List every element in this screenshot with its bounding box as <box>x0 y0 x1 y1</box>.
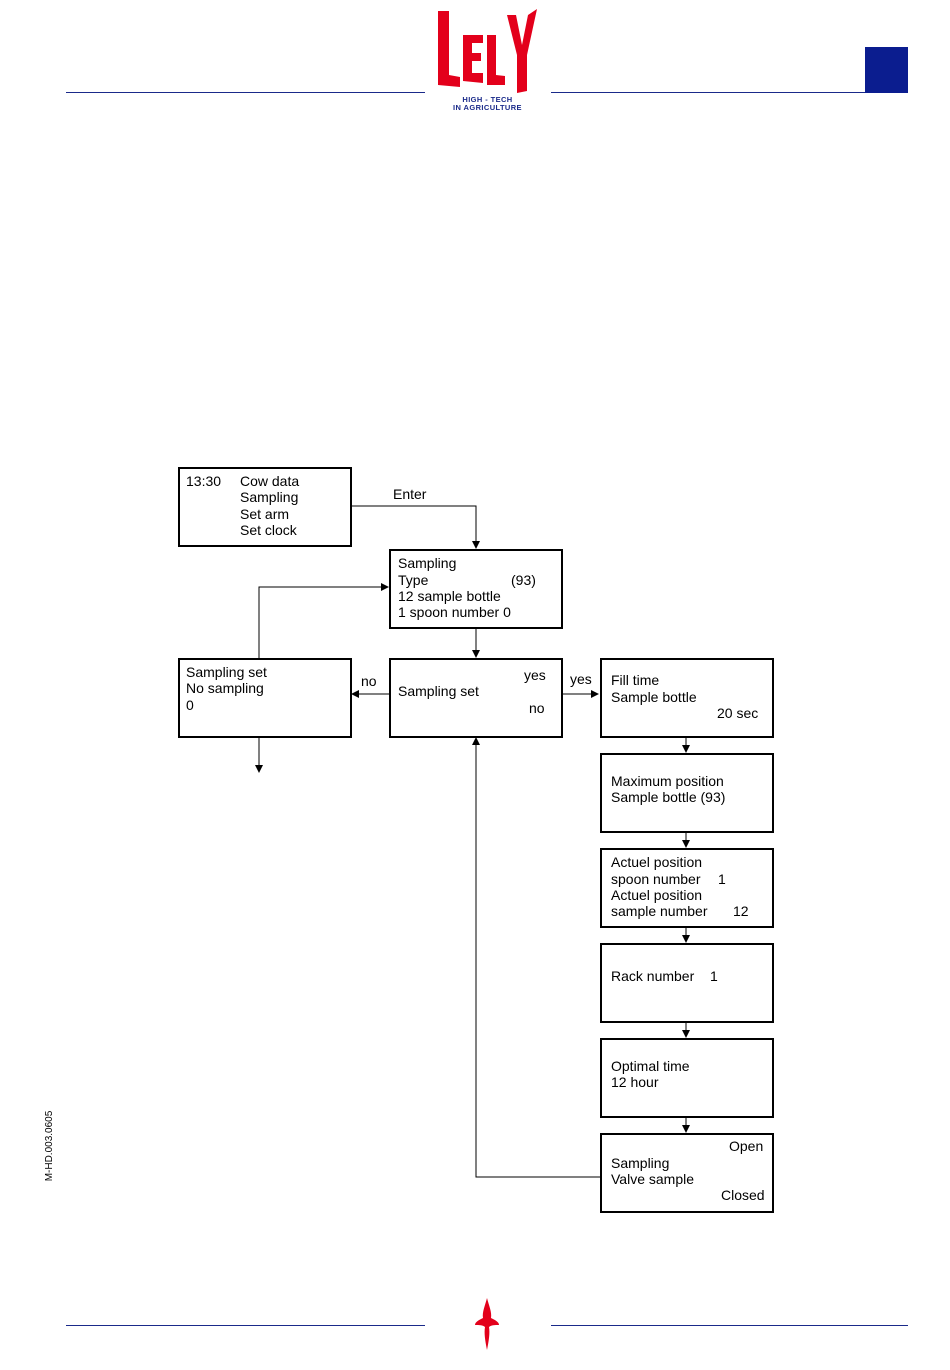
valve-closed: Closed <box>721 1187 765 1203</box>
enter-label: Enter <box>393 486 427 502</box>
fill-time-l1: Fill time <box>611 672 660 688</box>
main-menu-screen <box>178 467 352 547</box>
no-sampling-l1: Sampling set <box>186 664 267 680</box>
header-rule-left <box>66 92 425 93</box>
sampling-set-no: no <box>529 700 545 716</box>
valve-l1: Sampling <box>611 1155 670 1171</box>
no-sampling-screen <box>178 658 352 738</box>
valve-sample-screen <box>600 1133 774 1213</box>
connector-back-to-type <box>258 583 389 658</box>
connector-enter <box>351 505 480 549</box>
logo-tagline-1: HIGH - TECH <box>462 95 513 104</box>
actual-position-screen <box>600 848 774 928</box>
logo-tagline-2: IN AGRICULTURE <box>453 103 522 112</box>
logo-letter-y <box>507 9 537 93</box>
no-sampling-l3: 0 <box>186 697 194 713</box>
branch-yes-label: yes <box>570 671 592 687</box>
sampling-set-yes: yes <box>524 667 546 683</box>
fill-time-value: 20 sec <box>717 705 759 721</box>
actual-position-sample-value: 12 <box>733 903 749 919</box>
max-position-l1: Maximum position <box>611 773 724 789</box>
max-position-l2: Sample bottle (93) <box>611 789 726 805</box>
max-position-screen <box>600 753 774 833</box>
sampling-type-bottle: 12 sample bottle <box>398 588 501 604</box>
logo-letter-l2 <box>487 35 505 85</box>
sampling-type-screen <box>389 549 563 629</box>
lely-logo <box>438 9 537 93</box>
sampling-set-screen <box>389 658 563 738</box>
footer-rule-left <box>66 1325 425 1326</box>
optimal-time-l2: 12 hour <box>611 1074 659 1090</box>
footer-rule-right <box>551 1325 908 1326</box>
actual-position-spoon: spoon number <box>611 871 701 887</box>
menu-item-cow-data: Cow data <box>240 473 300 489</box>
connector-valve-to-set <box>472 737 600 1178</box>
logo-letter-l <box>438 11 460 87</box>
fill-time-l2: Sample bottle <box>611 689 697 705</box>
sampling-type-spoon: 1 spoon number 0 <box>398 604 511 620</box>
actual-position-l3: Actuel position <box>611 887 703 903</box>
rack-number-screen <box>600 943 774 1023</box>
optimal-time-screen <box>600 1038 774 1118</box>
sampling-type-title: Sampling <box>398 555 457 571</box>
menu-item-sampling: Sampling <box>240 489 299 505</box>
rack-number-value: 1 <box>710 968 718 984</box>
chapter-tab-marker <box>865 47 908 93</box>
header-rule-right <box>551 92 865 93</box>
rack-number-label: Rack number <box>611 968 695 984</box>
no-sampling-l2: No sampling <box>186 680 264 696</box>
branch-no-label: no <box>361 673 377 689</box>
valve-l2: Valve sample <box>611 1171 695 1187</box>
actual-position-sample: sample number <box>611 903 708 919</box>
valve-open: Open <box>729 1138 764 1154</box>
actual-position-l1: Actuel position <box>611 854 703 870</box>
actual-position-spoon-value: 1 <box>718 871 726 887</box>
menu-item-set-clock: Set clock <box>240 522 297 538</box>
logo-letter-e <box>463 35 483 83</box>
lely-emblem-icon <box>475 1298 499 1350</box>
sampling-set-label: Sampling set <box>398 683 479 699</box>
fill-time-screen <box>600 658 774 738</box>
sampling-type-type: Type <box>398 572 429 588</box>
menu-time: 13:30 <box>186 473 222 489</box>
optimal-time-l1: Optimal time <box>611 1058 690 1074</box>
sampling-type-code: (93) <box>511 572 536 588</box>
menu-item-set-arm: Set arm <box>240 506 290 522</box>
